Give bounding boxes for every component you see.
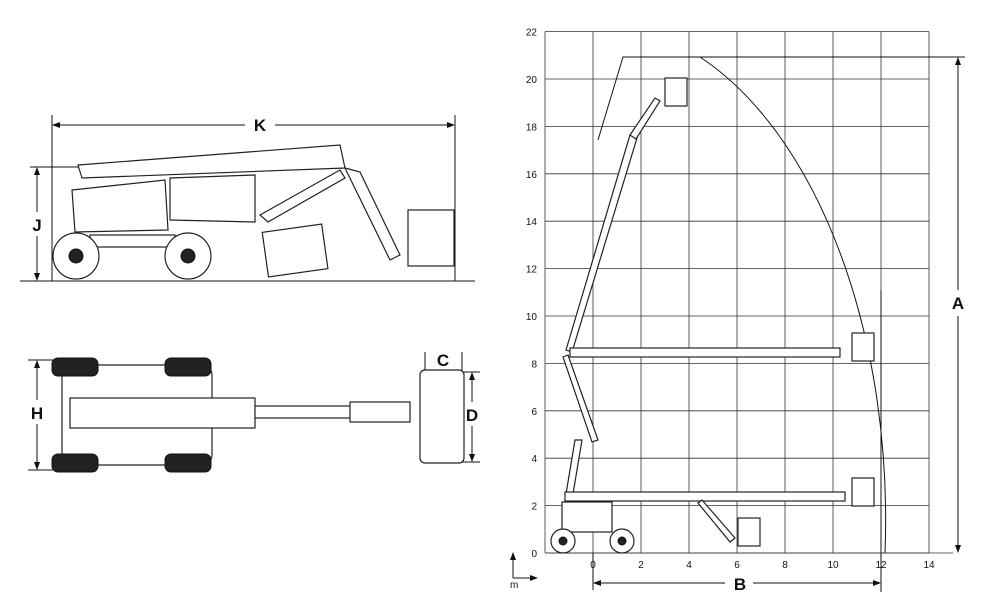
dim-b-label: B: [734, 575, 746, 594]
x-tick-label: 4: [686, 560, 692, 571]
boom-configurations: [550, 77, 875, 554]
x-tick-label: 10: [827, 560, 839, 571]
grid: [544, 31, 953, 554]
x-tick-label: 2: [638, 560, 644, 571]
y-tick-label: 8: [531, 359, 537, 370]
boom-lift-top: [51, 357, 465, 473]
x-tick-label: 14: [923, 560, 935, 571]
y-tick-label: 0: [531, 549, 537, 560]
y-tick-label: 16: [526, 170, 538, 181]
side-view: K J: [20, 115, 475, 282]
unit-label: m: [510, 580, 518, 591]
dim-c-label: C: [437, 351, 449, 370]
reach-envelope: [597, 56, 887, 554]
dim-h-label: H: [31, 404, 43, 423]
y-tick-label: 4: [531, 454, 537, 465]
y-tick-label: 6: [531, 407, 537, 418]
y-tick-label: 18: [526, 122, 538, 133]
dim-k-label: K: [254, 116, 267, 135]
unit-axis-icon: m: [510, 552, 538, 591]
y-tick-label: 22: [526, 28, 538, 39]
dim-d-label: D: [466, 406, 478, 425]
y-tick-label: 20: [526, 75, 538, 86]
x-tick-label: 8: [782, 560, 788, 571]
y-tick-label: 2: [531, 502, 537, 513]
top-view: H C D: [28, 351, 480, 473]
y-tick-label: 10: [526, 312, 538, 323]
boom-lift-side: [52, 144, 455, 280]
x-tick-label: 6: [734, 560, 740, 571]
dim-j-label: J: [32, 216, 41, 235]
dim-a-label: A: [952, 294, 964, 313]
y-tick-label: 14: [526, 217, 538, 228]
y-tick-label: 12: [526, 265, 538, 276]
